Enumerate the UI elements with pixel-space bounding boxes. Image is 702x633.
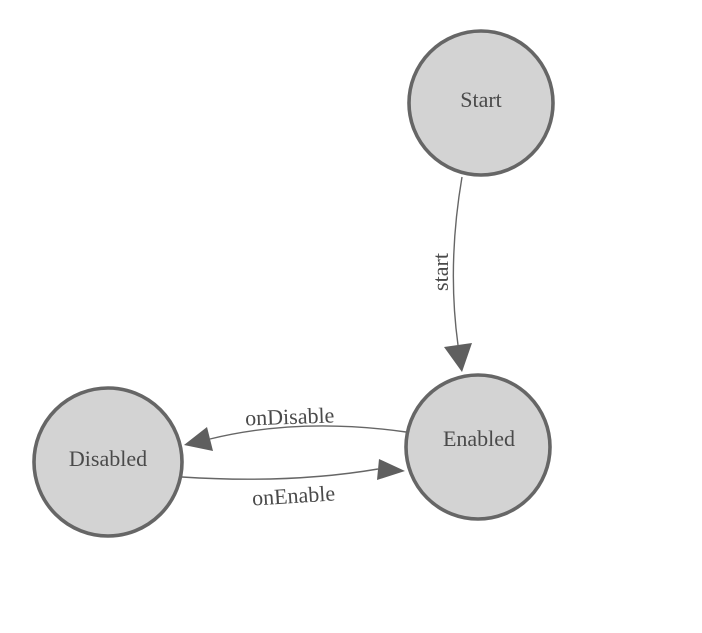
- edge-line-disabled-to-enabled: [181, 468, 379, 480]
- arrowhead-icon: [184, 427, 213, 451]
- state-node-start: Start: [407, 29, 555, 177]
- edge-line-start-to-enabled: [452, 176, 463, 346]
- node-label-disabled: Disabled: [69, 446, 147, 471]
- arrowhead-icon: [377, 459, 405, 480]
- state-node-disabled: Disabled: [32, 386, 184, 538]
- edge-disabled-to-enabled: onEnable: [181, 459, 405, 511]
- edge-label-onenable: onEnable: [251, 481, 335, 511]
- node-label-enabled: Enabled: [443, 426, 515, 451]
- state-circle-start: [407, 29, 555, 177]
- arrowhead-icon: [444, 343, 472, 372]
- node-label-start: Start: [460, 87, 502, 112]
- state-node-enabled: Enabled: [404, 373, 552, 521]
- state-circle-enabled: [404, 373, 552, 521]
- edge-enabled-to-disabled: onDisable: [184, 402, 407, 451]
- edge-label-start: start: [428, 253, 453, 291]
- state-circle-disabled: [32, 386, 184, 538]
- edge-start-to-enabled: start: [428, 176, 472, 372]
- edge-line-enabled-to-disabled: [209, 425, 407, 440]
- edge-label-ondisable: onDisable: [245, 402, 335, 430]
